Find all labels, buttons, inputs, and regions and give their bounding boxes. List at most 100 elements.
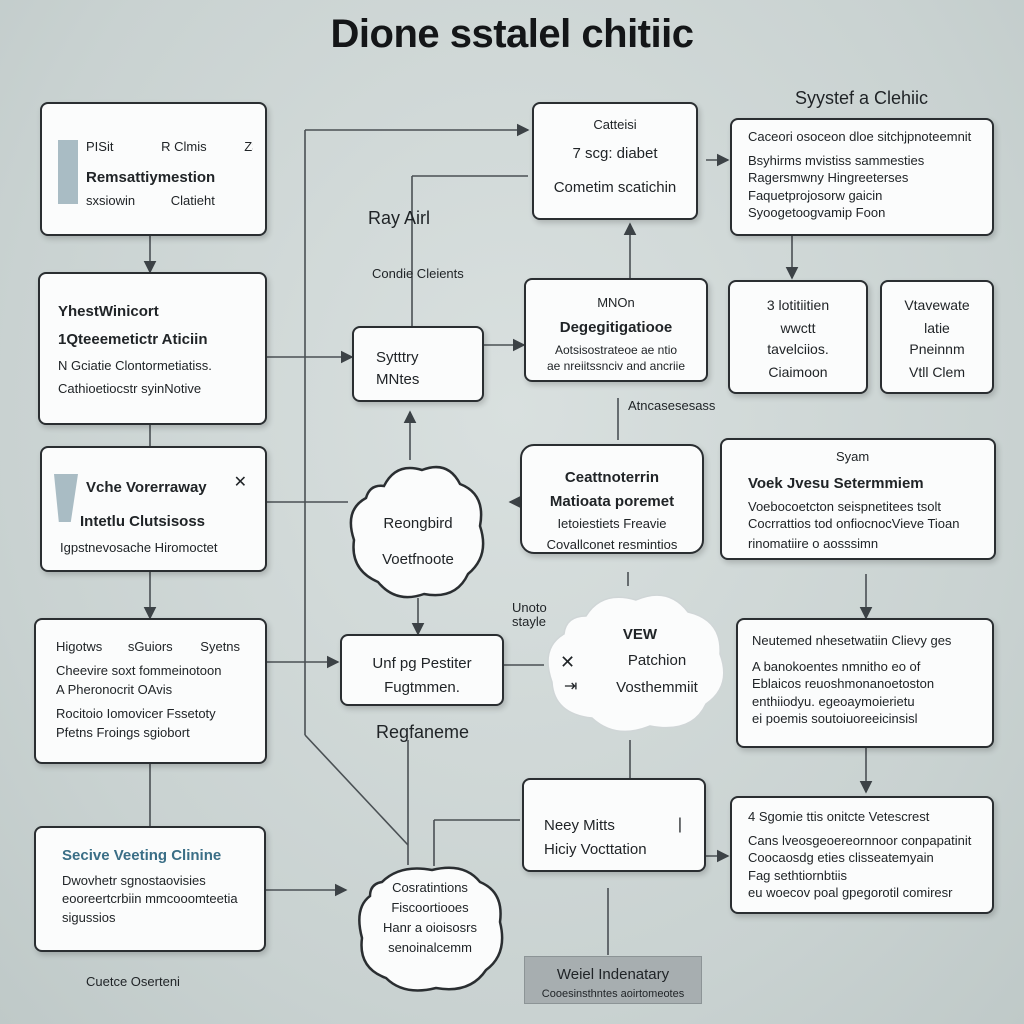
node-text: Unf pg Pestiter <box>372 655 472 672</box>
node-text: Bsyhirms mvistiss sammesties <box>748 152 925 168</box>
cloud-label: VEW <box>622 626 658 643</box>
node-text: eooreertcrbiin mmcooomteetia <box>62 890 238 906</box>
cloud-label: Hanr a oioisosrs <box>383 920 477 936</box>
node-text: R Clmis <box>161 139 207 154</box>
node-box-5[interactable]: Secive Veeting Clinine Dwovhetr sgnostao… <box>34 826 266 952</box>
node-text: PISit <box>86 139 114 154</box>
node-text: ae nreiitssnciv and ancriie <box>546 358 686 373</box>
cloud-label: senoinalcemm <box>388 940 472 956</box>
node-text: enthiiodyu. egeoaymoierietu <box>752 693 915 709</box>
node-heading: Ceattnoterrin <box>564 469 660 486</box>
node-box-6[interactable]: Sytttry MNtes <box>352 326 484 402</box>
node-heading: Voek Jvesu Setermmiem <box>748 474 924 492</box>
label-atnosessares: Atncasesesass <box>628 398 716 413</box>
node-box-3[interactable]: ✕ Vche Vorerraway Intetlu Clutsisoss Igp… <box>40 446 267 572</box>
node-text: sxsiowin <box>86 192 136 208</box>
node-text: Neutemed nhesetwatiin Clievy ges <box>752 633 952 648</box>
node-text: Coocaosdg eties clisseatemyain <box>748 850 934 866</box>
cloud-node-2[interactable] <box>540 586 730 738</box>
node-text: Covallconet resmintios <box>546 537 678 553</box>
node-text: Syoogetoogvamip Foon <box>748 205 886 221</box>
node-text: Dwovhetr sgnostaovisies <box>62 873 206 889</box>
node-heading: 1Qteeemetictr Aticiin <box>58 331 208 349</box>
node-box-12[interactable]: Ceattnoterrin Matioata poremet Ietoiesti… <box>520 444 704 554</box>
gray-footer-box[interactable]: Weiel Indenatary Cooesinsthntes aoirtome… <box>524 956 702 1004</box>
node-text: latie <box>924 319 950 336</box>
gray-box-text: Cooesinsthntes aoirtomeotes <box>541 988 685 1001</box>
node-text: ei poemis soutoiuoreeicinsisl <box>752 711 918 727</box>
node-text: rinomatiire o aosssimn <box>748 535 879 551</box>
cloud-label: Cosratintions <box>392 880 468 895</box>
cloud-node-3[interactable] <box>352 862 508 996</box>
label-cnster-ostement: Cuetce Oserteni <box>86 974 180 989</box>
node-text: Vtll Clem <box>908 363 965 380</box>
node-text: Igpstnevosache Hiromoctet <box>60 539 218 555</box>
node-text: Cometim scatichin <box>553 178 677 196</box>
node-text: Ragersmwny Hingreeterses <box>748 170 909 186</box>
node-text: Cheevire soxt fommeinotoon <box>56 662 222 678</box>
node-text: Aotsisostrateoe ae ntio <box>554 342 678 357</box>
node-text: MNOn <box>597 295 635 310</box>
accent-bar <box>58 140 78 204</box>
node-heading: Degegitigatiooe <box>559 318 673 336</box>
label-ray-airl: Ray Airl <box>368 208 431 228</box>
node-box-2[interactable]: YhestWinicort 1Qteeemetictr Aticiin N Gc… <box>38 272 267 425</box>
cloud-label: Fiscoortiooes <box>391 900 469 916</box>
arrow-mark-icon: ⇥ <box>564 678 578 695</box>
node-text: MNtes <box>376 371 420 389</box>
node-text: eu woecov poal gpegorotil comiresr <box>748 885 953 901</box>
cloud-node-1[interactable] <box>344 458 492 604</box>
node-text: 4 Sgomie ttis onitcte Vetescrest <box>748 809 930 824</box>
node-box-1[interactable]: PISit R Clmis Z30o Remsattiymestion sxsi… <box>40 102 267 236</box>
node-box-11[interactable]: Vtavewate latie Pneinnm Vtll Clem <box>880 280 994 394</box>
close-icon[interactable]: ✕ <box>233 474 247 491</box>
label-regfaneme: Regfaneme <box>376 722 470 742</box>
x-mark-icon: ✕ <box>560 652 576 672</box>
label-stayle: stayle <box>512 614 546 629</box>
node-text: Ietoiestiets Freavie <box>557 515 667 531</box>
cloud-text-1: Reongbird Voetfnoote <box>354 506 482 578</box>
cursor-mark-icon: | <box>677 816 682 833</box>
label-condie-clients: Condie Cleients <box>372 266 464 281</box>
node-text: Faquetprojosorw gaicin <box>748 187 883 203</box>
node-text: Cans lveosgeoereornnoor conpapatinit <box>748 832 972 848</box>
node-text: Z30o <box>244 139 253 154</box>
node-text: Clatieht <box>170 192 215 208</box>
node-text: wwctt <box>780 319 816 336</box>
node-text: Hiciy Vocttation <box>544 841 647 859</box>
node-box-13[interactable]: Syam Voek Jvesu Setermmiem Voebocoetcton… <box>720 438 996 560</box>
node-text: Voebocoetcton seispnetitees tsolt <box>748 498 941 514</box>
node-heading: Remsattiymestion <box>86 168 216 186</box>
node-box-7[interactable]: Catteisi 7 scg: diabet Cometim scatichin <box>532 102 698 220</box>
node-text: A Pheronocrit OAvis <box>56 682 173 698</box>
node-text: Syetns <box>200 639 241 654</box>
node-text: Syam <box>836 449 870 464</box>
node-text: N Gciatie Clontormetiatiss. <box>58 357 212 373</box>
node-text: Neey Mitts <box>544 817 615 834</box>
cloud-text-2: VEW Patchion Vosthemmiit <box>560 622 720 701</box>
node-text: Cocrrattios tod onfiocnocVieve Tioan <box>748 516 960 532</box>
cloud-label: Vosthemmiit <box>616 678 698 696</box>
node-box-10[interactable]: 3 lotitiitien wwctt tavelciios. Ciaimoon <box>728 280 868 394</box>
node-text: Ciaimoon <box>768 363 828 380</box>
node-box-8[interactable]: MNOn Degegitigatiooe Aotsisostrateoe ae … <box>524 278 708 382</box>
cloud-text-3: Cosratintions Fiscoortiooes Hanr a oiois… <box>362 878 498 959</box>
node-text: Pneinnm <box>909 340 965 357</box>
page-title: Dione sstalel chitiic <box>330 12 694 56</box>
node-text: sigussios <box>62 910 116 926</box>
node-text: Fugtmmen. <box>384 679 460 697</box>
node-box-4[interactable]: Higotws sGuiors Syetns Cheevire soxt fom… <box>34 618 267 764</box>
node-box-9[interactable]: Caceori osoceon dloe sitchjpnoteemnit Bs… <box>730 118 994 236</box>
node-text: Eblaicos reuoshmonanoetoston <box>752 676 935 692</box>
node-box-15[interactable]: Neutemed nhesetwatiin Clievy ges A banok… <box>736 618 994 748</box>
label-unoto: Unoto <box>512 600 547 615</box>
node-heading: YhestWinicort <box>58 303 159 320</box>
node-text: sGuiors <box>127 639 173 654</box>
node-box-14[interactable]: Unf pg Pestiter Fugtmmen. <box>340 634 504 706</box>
node-heading: Secive Veeting Clinine <box>62 847 222 864</box>
node-box-17[interactable]: 4 Sgomie ttis onitcte Vetescrest Cans lv… <box>730 796 994 914</box>
node-text: 7 scg: diabet <box>572 144 658 162</box>
node-text: tavelciios. <box>767 340 829 357</box>
node-box-16[interactable]: | Neey Mitts Hiciy Vocttation <box>522 778 706 872</box>
